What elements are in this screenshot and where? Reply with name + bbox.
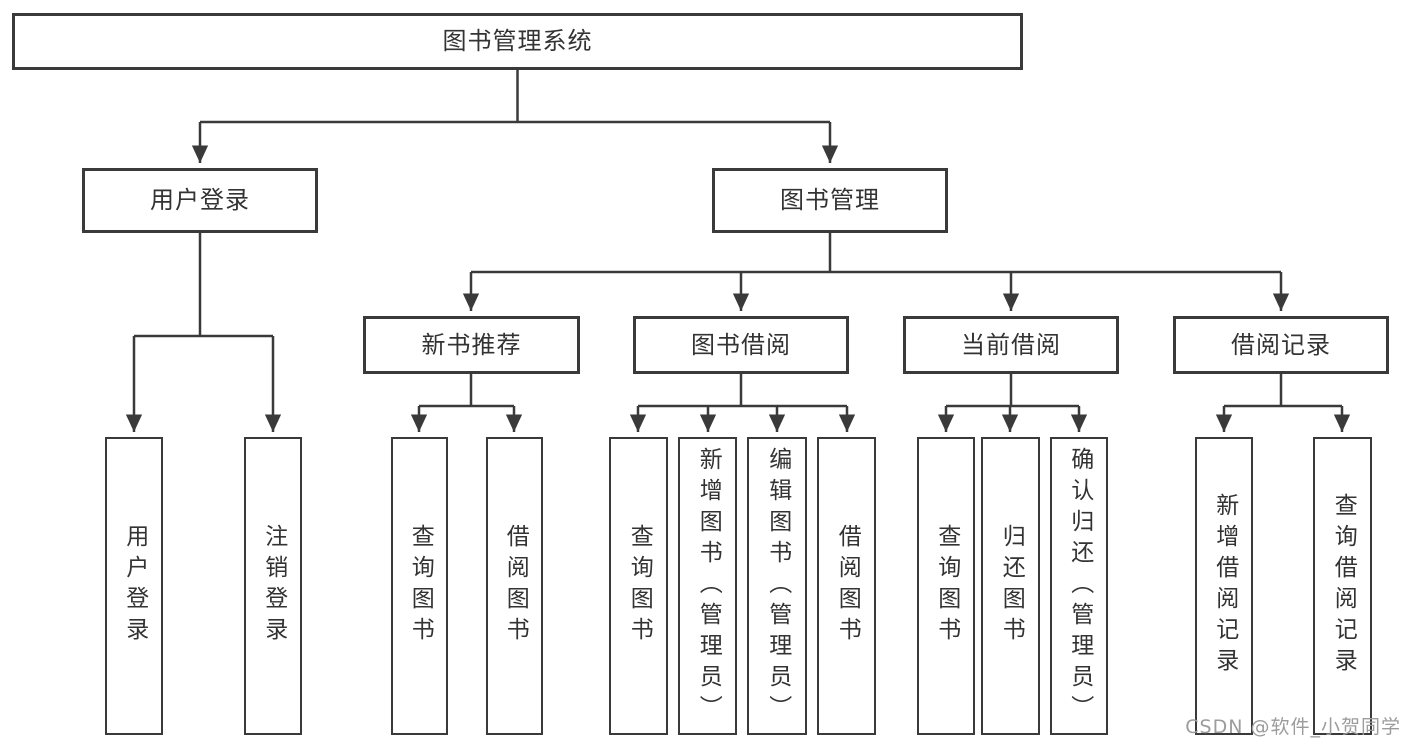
leaf-records-query-record: 查询借阅记录 (1313, 437, 1372, 735)
leaf-records-add-record-label: 新增借阅记录 (1211, 493, 1238, 679)
node-user-login: 用户登录 (82, 168, 318, 233)
leaf-current-query-books: 查询图书 (917, 437, 975, 735)
leaf-newbook-query-books: 查询图书 (391, 437, 448, 735)
leaf-borrowing-edit-books-admin: 编辑图书（管理员） (747, 437, 807, 735)
leaf-newbook-borrow-books: 借阅图书 (486, 437, 543, 735)
leaf-current-return-books-label: 归还图书 (998, 524, 1025, 648)
leaf-records-add-record: 新增借阅记录 (1195, 437, 1253, 735)
leaf-user-login-label: 用户登录 (121, 524, 148, 648)
leaf-borrowing-add-books-admin: 新增图书（管理员） (678, 437, 737, 735)
node-current-borrowing: 当前借阅 (903, 316, 1119, 374)
leaf-current-query-books-label: 查询图书 (933, 524, 960, 648)
leaf-newbook-borrow-books-label: 借阅图书 (502, 524, 529, 648)
leaf-borrowing-query-books: 查询图书 (609, 437, 668, 735)
node-borrowing-records: 借阅记录 (1173, 316, 1389, 374)
csdn-watermark: CSDN @软件_小贺同学 (1185, 716, 1401, 738)
node-library-management-system: 图书管理系统 (12, 13, 1023, 70)
leaf-borrowing-borrow-books: 借阅图书 (817, 437, 876, 735)
leaf-borrowing-borrow-books-label: 借阅图书 (834, 524, 861, 648)
node-book-management: 图书管理 (712, 168, 948, 233)
node-book-borrowing: 图书借阅 (633, 316, 849, 374)
leaf-borrowing-query-books-label: 查询图书 (626, 524, 653, 648)
leaf-records-query-record-label: 查询借阅记录 (1330, 493, 1357, 679)
leaf-logout-label: 注销登录 (260, 524, 287, 648)
leaf-newbook-query-books-label: 查询图书 (407, 524, 434, 648)
leaf-current-confirm-return-admin-label: 确认归还（管理员） (1066, 446, 1093, 726)
leaf-user-login: 用户登录 (105, 437, 163, 735)
node-new-book-recommendation: 新书推荐 (363, 316, 580, 374)
leaf-current-return-books: 归还图书 (981, 437, 1040, 735)
leaf-logout: 注销登录 (244, 437, 302, 735)
leaf-borrowing-add-books-admin-label: 新增图书（管理员） (695, 446, 722, 726)
leaf-current-confirm-return-admin: 确认归还（管理员） (1050, 437, 1108, 735)
leaf-borrowing-edit-books-admin-label: 编辑图书（管理员） (764, 446, 791, 726)
